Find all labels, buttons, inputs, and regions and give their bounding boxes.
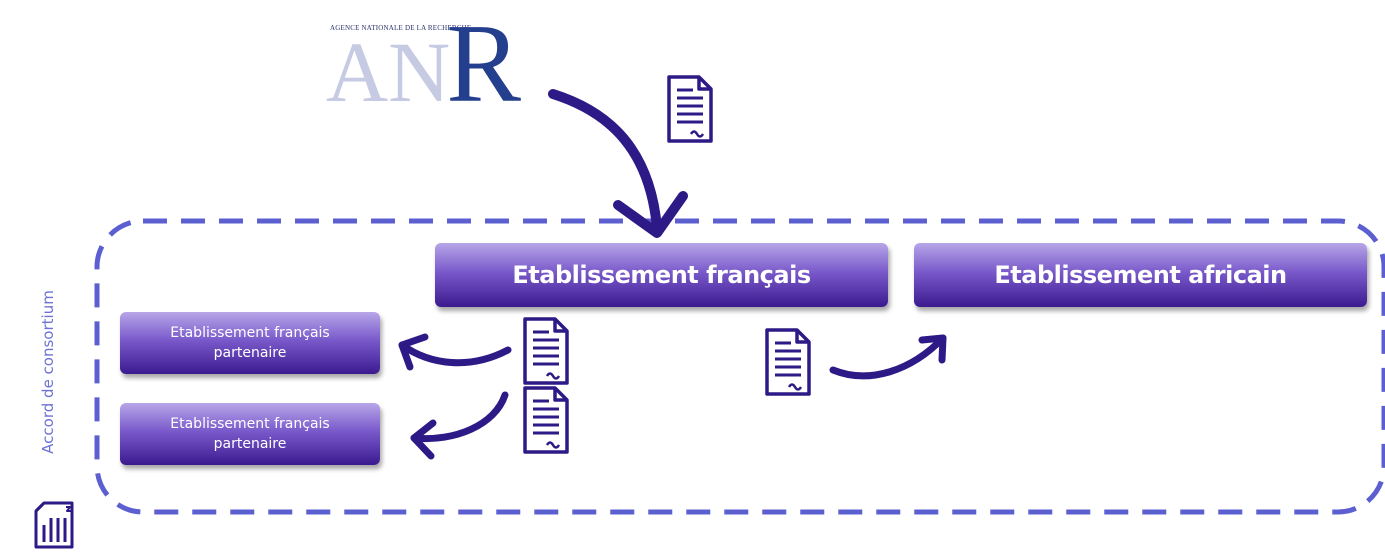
document-signed-icon: [523, 317, 569, 385]
african-institution-box: Etablissement africain: [914, 243, 1367, 307]
partner-institution-box-2: Etablissement français partenaire: [120, 403, 380, 465]
anr-agency-name: AGENCE NATIONALE DE LA RECHERCHE: [330, 24, 472, 32]
arrow-to-african-institution: [829, 334, 947, 380]
african-institution-label: Etablissement africain: [994, 261, 1287, 289]
document-signed-icon: [667, 75, 713, 143]
consortium-dashed-border: [94, 218, 1385, 515]
french-institution-label: Etablissement français: [512, 261, 811, 289]
partner-2-line-1: Etablissement français: [170, 415, 330, 432]
partner-1-line-2: partenaire: [213, 345, 287, 361]
anr-letter-a: A: [326, 24, 389, 120]
document-signed-icon: [523, 386, 569, 454]
anr-letter-n: N: [388, 24, 451, 120]
funding-arrow: [548, 89, 688, 238]
french-institution-box: Etablissement français: [435, 243, 888, 307]
archive-box-icon: [34, 501, 74, 549]
arrow-to-partner-1: [398, 333, 512, 371]
document-signed-icon: [765, 328, 811, 396]
partner-2-line-2: partenaire: [213, 436, 287, 452]
arrow-to-partner-2: [410, 391, 509, 460]
partner-1-line-1: Etablissement français: [170, 324, 330, 341]
anr-letter-r: R: [446, 2, 521, 126]
partner-institution-box-1: Etablissement français partenaire: [120, 312, 380, 374]
anr-logo: ANR: [326, 8, 521, 120]
